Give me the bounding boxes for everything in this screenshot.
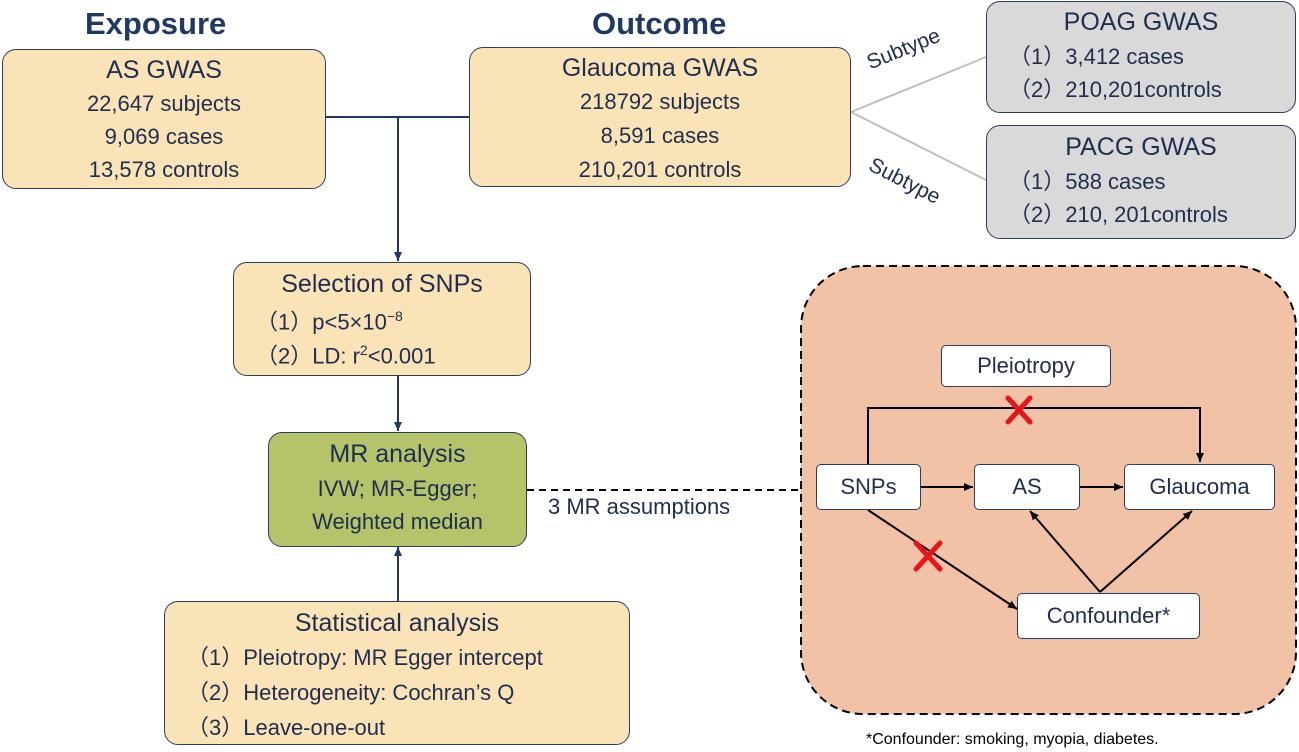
snps-confounder-arrow [867, 509, 1018, 610]
pacg-line: （2）210, 201controls [1009, 202, 1228, 227]
selection-criterion-pvalue: （1）p<5×10−8 [256, 308, 403, 335]
exposure-line: 13,578 controls [88, 157, 240, 182]
snps-pleiotropy-path [867, 407, 1204, 464]
pacg-box-title: PACG GWAS [1065, 133, 1217, 161]
outcome-box-title: Glaucoma GWAS [561, 54, 759, 82]
outcome-line: 218792 subjects [579, 89, 741, 114]
poag-box-title: POAG GWAS [1063, 8, 1219, 36]
pleiotropy-node: Pleiotropy [941, 345, 1111, 387]
glaucoma-node: Glaucoma [1124, 464, 1275, 510]
exposure-box-title: AS GWAS [106, 56, 222, 84]
exposure-line: 9,069 cases [104, 124, 224, 149]
statistical-method-line: （3）Leave-one-out [187, 715, 386, 740]
confounder-node: Confounder* [1017, 593, 1200, 639]
subtype-line-pacg [850, 111, 987, 181]
as-node: AS [974, 464, 1080, 510]
statistical-analysis-box: Statistical analysis （1）Pleiotropy: MR E… [164, 601, 630, 745]
outcome-box: Glaucoma GWAS 218792 subjects 8,591 case… [469, 47, 851, 187]
cross-mark-confounder [913, 540, 943, 572]
outcome-line: 210,201 controls [578, 157, 742, 182]
exposure-heading: Exposure [85, 6, 227, 41]
cross-mark-pleiotropy [1005, 395, 1033, 425]
confounder-as-arrow [1029, 510, 1101, 593]
pacg-line: （1）588 cases [1009, 169, 1166, 194]
mr-analysis-title: MR analysis [329, 440, 466, 468]
poag-line: （1）3,412 cases [1009, 44, 1184, 69]
mr-method-line: IVW; MR-Egger; [317, 476, 478, 501]
outcome-heading: Outcome [592, 6, 727, 41]
statistical-method-line: （2）Heterogeneity: Cochran’s Q [187, 680, 515, 705]
exposure-box: AS GWAS 22,647 subjects 9,069 cases 13,5… [2, 49, 326, 189]
pacg-box: PACG GWAS （1）588 cases （2）210, 201contro… [986, 125, 1296, 239]
poag-box: POAG GWAS （1）3,412 cases （2）210,201contr… [986, 1, 1296, 113]
selection-box: Selection of SNPs （1）p<5×10−8 （2）LD: r2<… [233, 262, 531, 376]
assumptions-label: 3 MR assumptions [548, 494, 731, 519]
footnote: *Confounder: smoking, myopia, diabetes. [866, 731, 1159, 748]
subtype-line-poag [850, 56, 987, 113]
outcome-line: 8,591 cases [600, 123, 720, 148]
poag-line: （2）210,201controls [1009, 77, 1222, 102]
selection-criterion-ld: （2）LD: r2<0.001 [256, 342, 436, 369]
statistical-method-line: （1）Pleiotropy: MR Egger intercept [187, 645, 543, 670]
snps-node: SNPs [816, 464, 921, 510]
statistical-analysis-title: Statistical analysis [294, 609, 500, 637]
exposure-line: 22,647 subjects [86, 91, 242, 116]
selection-box-title: Selection of SNPs [281, 270, 483, 298]
mr-method-line: Weighted median [312, 509, 483, 534]
mr-analysis-box: MR analysis IVW; MR-Egger; Weighted medi… [268, 432, 527, 547]
confounder-glaucoma-arrow [1099, 510, 1193, 593]
